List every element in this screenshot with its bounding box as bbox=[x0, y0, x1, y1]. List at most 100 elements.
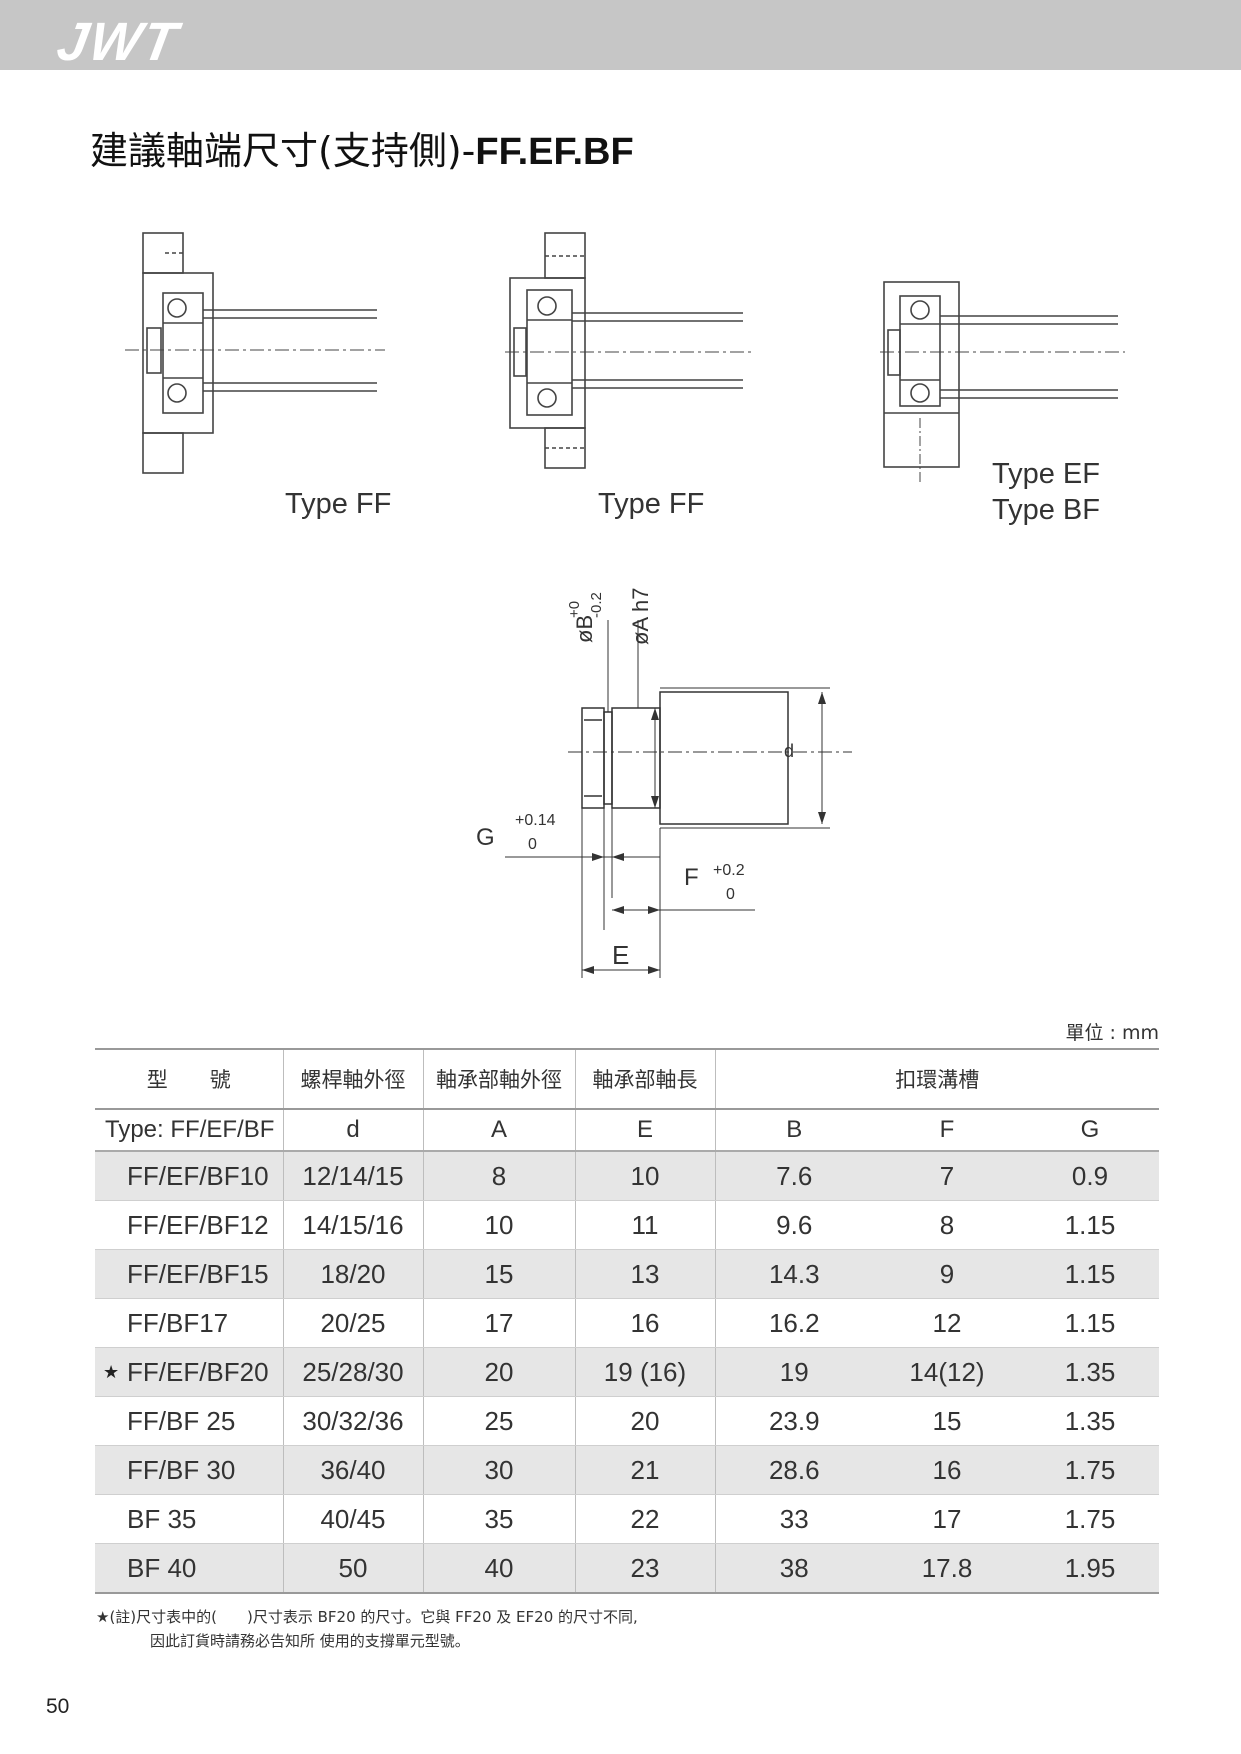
table-row: BF 35 40/45 35 22 33 17 1.75 bbox=[95, 1494, 1159, 1544]
table-row: FF/BF 25 30/32/36 25 20 23.9 15 1.35 bbox=[95, 1396, 1159, 1446]
subheader-b: B bbox=[715, 1109, 873, 1152]
cell-e: 13 bbox=[575, 1249, 716, 1299]
cell-g: 1.75 bbox=[1021, 1445, 1159, 1495]
cell-a: 20 bbox=[423, 1347, 576, 1397]
cell-g: 1.35 bbox=[1021, 1347, 1159, 1397]
cell-f: 15 bbox=[873, 1396, 1021, 1446]
label-b-tol-upper: +0 bbox=[566, 600, 583, 618]
cell-b: 23.9 bbox=[715, 1396, 873, 1446]
cell-d: 40/45 bbox=[283, 1494, 424, 1544]
cell-d: 50 bbox=[283, 1543, 424, 1594]
cell-model: FF/EF/BF10 bbox=[95, 1151, 284, 1201]
table-row: FF/EF/BF12 14/15/16 10 11 9.6 8 1.15 bbox=[95, 1200, 1159, 1250]
label-type-ef: Type EF bbox=[992, 458, 1100, 490]
label-b-tol-lower: -0.2 bbox=[588, 592, 605, 618]
label-g: G bbox=[476, 824, 495, 851]
page-title: 建議軸端尺寸(支持側)-FF.EF.BF bbox=[90, 120, 634, 175]
cell-d: 20/25 bbox=[283, 1298, 424, 1348]
diagram-type-ef-bf bbox=[880, 281, 1125, 483]
label-d: d bbox=[784, 741, 795, 761]
cell-model: FF/EF/BF15 bbox=[95, 1249, 284, 1299]
label-f-tol-lower: 0 bbox=[726, 886, 735, 903]
label-g-tol-lower: 0 bbox=[528, 836, 537, 853]
header-model: 型 號 bbox=[95, 1048, 284, 1110]
cell-a: 25 bbox=[423, 1396, 576, 1446]
label-e: E bbox=[612, 940, 630, 970]
cell-a: 35 bbox=[423, 1494, 576, 1544]
table-row: ★FF/EF/BF20 25/28/30 20 19 (16) 19 14(12… bbox=[95, 1347, 1159, 1397]
cell-a: 10 bbox=[423, 1200, 576, 1250]
cell-model: FF/EF/BF12 bbox=[95, 1200, 284, 1250]
header-ring-groove: 扣環溝槽 bbox=[715, 1048, 1159, 1110]
cell-b: 9.6 bbox=[715, 1200, 873, 1250]
label-type-ff-middle: Type FF bbox=[598, 488, 705, 520]
cell-e: 21 bbox=[575, 1445, 716, 1495]
cell-d: 30/32/36 bbox=[283, 1396, 424, 1446]
footnote-line-1: ★(註)尺寸表中的( )尺寸表示 BF20 的尺寸。它與 FF20 及 EF20… bbox=[96, 1608, 638, 1626]
subheader-a: A bbox=[423, 1109, 576, 1152]
cell-b: 16.2 bbox=[715, 1298, 873, 1348]
cell-model: FF/BF 30 bbox=[95, 1445, 284, 1495]
cell-e: 10 bbox=[575, 1151, 716, 1201]
table-row: BF 40 50 40 23 38 17.8 1.95 bbox=[95, 1543, 1159, 1594]
cell-b: 19 bbox=[715, 1347, 873, 1397]
header-bar: JWT bbox=[0, 0, 1241, 72]
label-type-bf: Type BF bbox=[992, 494, 1100, 526]
label-f: F bbox=[684, 864, 699, 891]
label-f-tol-upper: +0.2 bbox=[713, 862, 745, 879]
cell-d: 12/14/15 bbox=[283, 1151, 424, 1201]
cell-e: 11 bbox=[575, 1200, 716, 1250]
cell-e: 22 bbox=[575, 1494, 716, 1544]
star-icon: ★ bbox=[103, 1362, 120, 1382]
cell-b: 28.6 bbox=[715, 1445, 873, 1495]
shaft-end-dimension-drawing bbox=[505, 620, 852, 978]
unit-label: 單位 : mm bbox=[1065, 1022, 1160, 1044]
cell-e: 19 (16) bbox=[575, 1347, 716, 1397]
cell-b: 14.3 bbox=[715, 1249, 873, 1299]
cell-a: 30 bbox=[423, 1445, 576, 1495]
cell-model: BF 40 bbox=[95, 1543, 284, 1594]
cell-model: FF/BF 25 bbox=[95, 1396, 284, 1446]
cell-model-text: FF/EF/BF20 bbox=[127, 1356, 269, 1387]
cell-e: 23 bbox=[575, 1543, 716, 1594]
diagram-type-ff-middle bbox=[505, 232, 753, 469]
spec-table: 型 號 螺桿軸外徑 軸承部軸外徑 軸承部軸長 扣環溝槽 Type: FF/EF/… bbox=[95, 1048, 1159, 1594]
cell-b: 38 bbox=[715, 1543, 873, 1594]
cell-e: 16 bbox=[575, 1298, 716, 1348]
cell-g: 1.15 bbox=[1021, 1249, 1159, 1299]
title-cjk: 建議軸端尺寸(支持側)- bbox=[90, 129, 476, 173]
table-row: FF/EF/BF15 18/20 15 13 14.3 9 1.15 bbox=[95, 1249, 1159, 1299]
cell-d: 25/28/30 bbox=[283, 1347, 424, 1397]
cell-g: 1.75 bbox=[1021, 1494, 1159, 1544]
subheader-model: Type: FF/EF/BF bbox=[95, 1109, 284, 1152]
cell-a: 17 bbox=[423, 1298, 576, 1348]
cell-f: 9 bbox=[873, 1249, 1021, 1299]
cell-a: 40 bbox=[423, 1543, 576, 1594]
cell-b: 7.6 bbox=[715, 1151, 873, 1201]
label-g-tol-upper: +0.14 bbox=[515, 812, 556, 829]
subheader-d: d bbox=[283, 1109, 424, 1152]
page-number: 50 bbox=[46, 1695, 70, 1718]
cell-g: 0.9 bbox=[1021, 1151, 1159, 1201]
table-subheader-row: Type: FF/EF/BF d A E B F G bbox=[95, 1109, 1159, 1152]
cell-d: 36/40 bbox=[283, 1445, 424, 1495]
cell-f: 12 bbox=[873, 1298, 1021, 1348]
table-row: FF/EF/BF10 12/14/15 8 10 7.6 7 0.9 bbox=[95, 1151, 1159, 1201]
label-phi-a: øA h7 bbox=[628, 587, 653, 645]
cell-f: 16 bbox=[873, 1445, 1021, 1495]
header-e: 軸承部軸長 bbox=[575, 1048, 716, 1110]
subheader-f: F bbox=[873, 1109, 1021, 1152]
cell-e: 20 bbox=[575, 1396, 716, 1446]
cell-f: 17.8 bbox=[873, 1543, 1021, 1594]
title-latin: FF.EF.BF bbox=[475, 131, 634, 173]
cell-d: 14/15/16 bbox=[283, 1200, 424, 1250]
cell-d: 18/20 bbox=[283, 1249, 424, 1299]
cell-a: 15 bbox=[423, 1249, 576, 1299]
table-row: FF/BF17 20/25 17 16 16.2 12 1.15 bbox=[95, 1298, 1159, 1348]
cell-model: FF/BF17 bbox=[95, 1298, 284, 1348]
header-d: 螺桿軸外徑 bbox=[283, 1048, 424, 1110]
cell-f: 7 bbox=[873, 1151, 1021, 1201]
table-header-row: 型 號 螺桿軸外徑 軸承部軸外徑 軸承部軸長 扣環溝槽 bbox=[95, 1048, 1159, 1110]
subheader-g: G bbox=[1021, 1109, 1159, 1152]
cell-f: 17 bbox=[873, 1494, 1021, 1544]
